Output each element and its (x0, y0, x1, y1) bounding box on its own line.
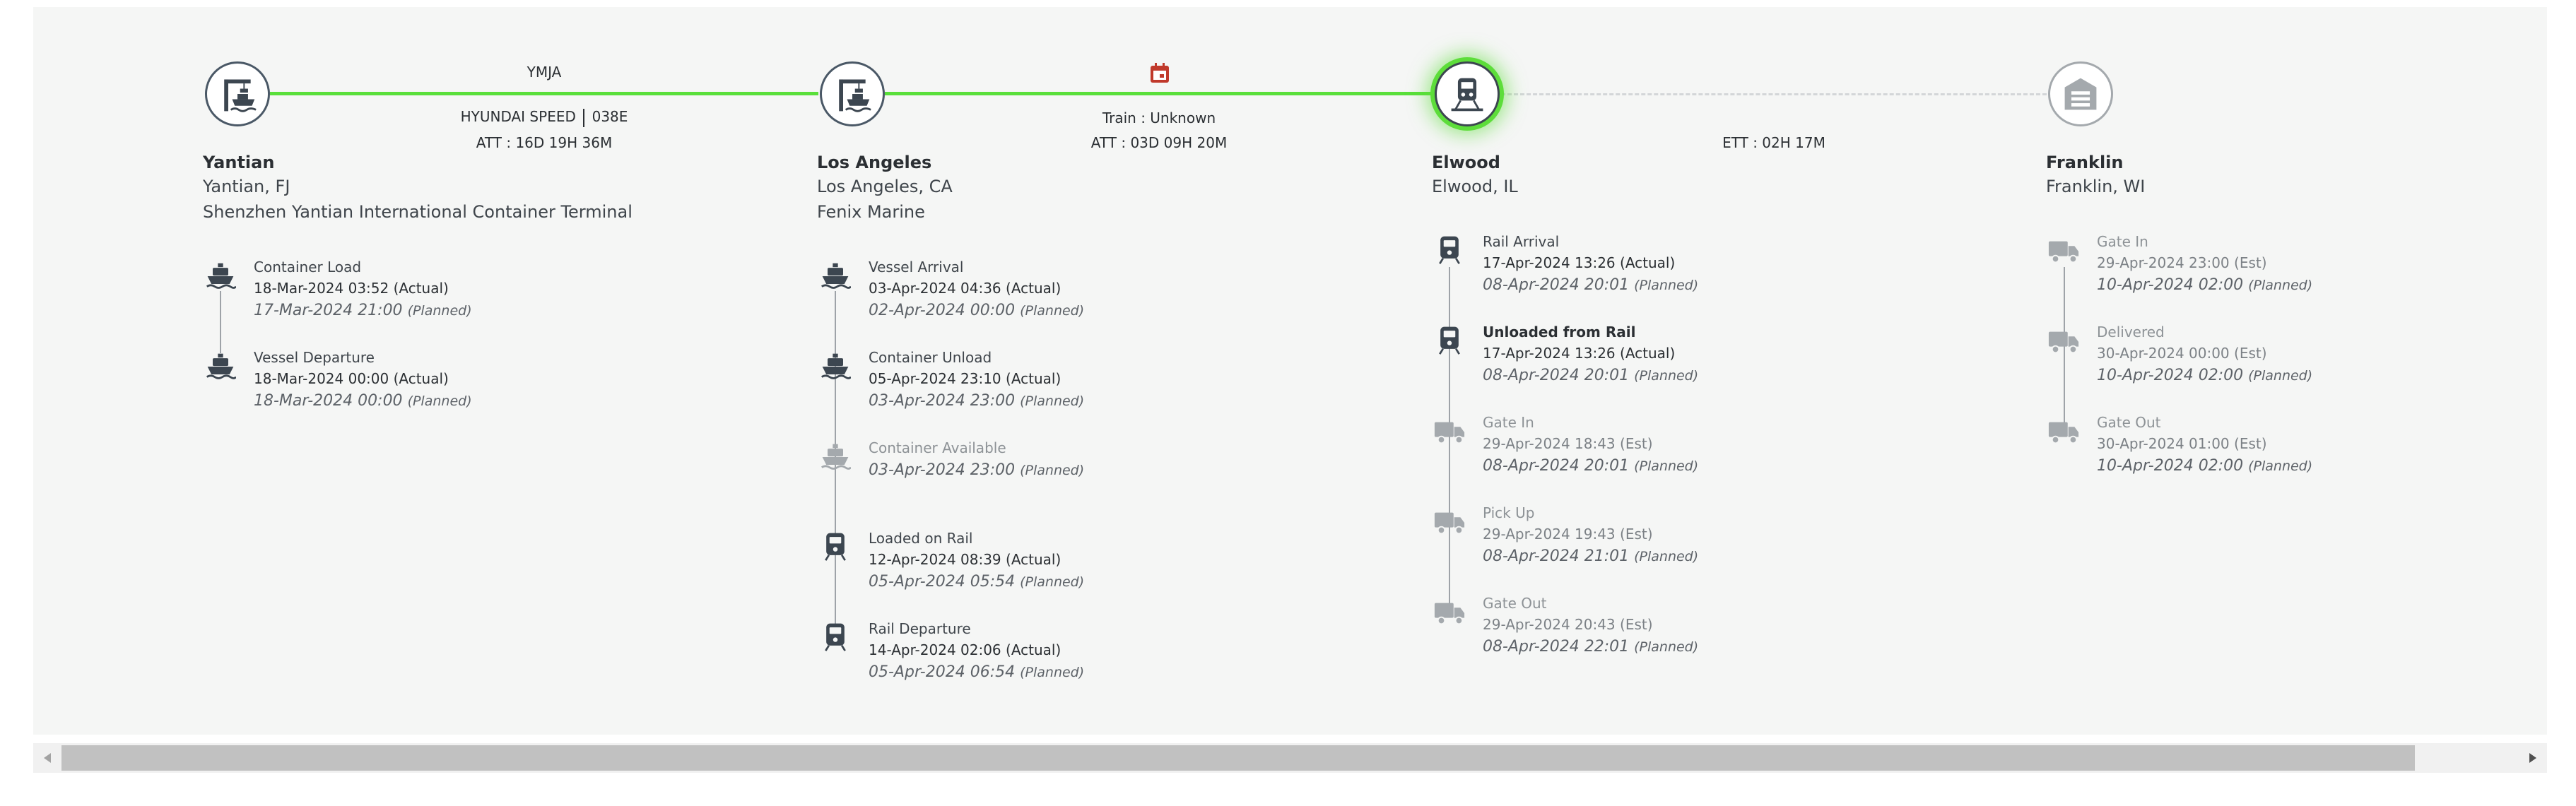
event-estimated-time: 29-Apr-2024 20:43 (Est) (1483, 616, 1653, 633)
location-name: Elwood (1432, 153, 1500, 172)
scroll-right-icon[interactable] (2519, 743, 2547, 773)
leg-3-transit-time: ETT : 02H 17M (1722, 134, 1825, 151)
event-planned-time: 05-Apr-2024 05:54 (Planned) (869, 573, 1085, 591)
event-planned-time: 08-Apr-2024 20:01 (Planned) (1483, 367, 1699, 384)
event-title: Loaded on Rail (869, 530, 973, 547)
location-facility: Shenzhen Yantian International Container… (203, 202, 633, 222)
event-planned-time: 08-Apr-2024 20:01 (Planned) (1483, 457, 1699, 475)
event-planned-time: 03-Apr-2024 23:00 (Planned) (869, 461, 1085, 479)
event-title: Pick Up (1483, 504, 1535, 521)
event-planned-time: 10-Apr-2024 02:00 (Planned) (2097, 276, 2313, 294)
location-elwood-node[interactable] (1435, 61, 1500, 126)
train-icon (819, 620, 852, 653)
event-planned-time: 10-Apr-2024 02:00 (Planned) (2097, 367, 2313, 384)
event-estimated-time: 30-Apr-2024 00:00 (Est) (2097, 345, 2267, 362)
event-estimated-time: 30-Apr-2024 01:00 (Est) (2097, 435, 2267, 452)
leg-1-carrier-code: YMJA (527, 64, 562, 81)
event-title: Gate Out (2097, 414, 2161, 431)
location-facility: Fenix Marine (817, 202, 925, 222)
event-planned-time: 03-Apr-2024 23:00 (Planned) (869, 392, 1085, 410)
event-connector (220, 291, 221, 353)
event-title: Gate In (2097, 233, 2148, 250)
location-name: Yantian (203, 153, 275, 172)
event-title: Delivered (2097, 324, 2165, 340)
leg-2-transit-time: ATT : 03D 09H 20M (1090, 134, 1228, 151)
warehouse-icon (2061, 74, 2100, 114)
event-actual-time: 05-Apr-2024 23:10 (Actual) (869, 370, 1061, 387)
event-title: Vessel Departure (254, 349, 375, 366)
event-actual-time: 12-Apr-2024 08:39 (Actual) (869, 551, 1061, 568)
port-crane-icon (218, 74, 257, 114)
separator (583, 108, 585, 127)
event-title: Container Available (869, 439, 1006, 456)
ship-icon (204, 350, 237, 383)
leg-1-transit-time: ATT : 16D 19H 36M (476, 134, 613, 151)
horizontal-scrollbar[interactable] (33, 743, 2547, 773)
scroll-left-icon[interactable] (33, 743, 61, 773)
event-title: Rail Departure (869, 620, 971, 637)
train-icon (819, 530, 852, 562)
event-planned-time: 08-Apr-2024 20:01 (Planned) (1483, 276, 1699, 294)
train-icon (1433, 233, 1466, 266)
truck-icon (1433, 596, 1466, 629)
truck-icon (1433, 415, 1466, 448)
calendar-icon[interactable] (1148, 61, 1172, 85)
port-crane-icon (833, 74, 872, 114)
ship-icon (204, 260, 237, 292)
ship-icon (819, 441, 852, 473)
location-city: Los Angeles, CA (817, 177, 953, 196)
location-name: Franklin (2046, 153, 2124, 172)
route-leg-2-line (885, 92, 1433, 95)
truck-icon (1433, 506, 1466, 538)
leg-2-mode: Train : Unknown (1102, 109, 1216, 126)
location-yantian-node[interactable] (205, 61, 270, 126)
event-title: Container Load (254, 259, 362, 275)
event-actual-time: 18-Mar-2024 00:00 (Actual) (254, 370, 449, 387)
event-estimated-time: 29-Apr-2024 23:00 (Est) (2097, 254, 2267, 271)
event-actual-time: 03-Apr-2024 04:36 (Actual) (869, 280, 1061, 297)
event-connector (1449, 267, 1450, 613)
location-los-angeles-node[interactable] (820, 61, 885, 126)
train-station-icon (1447, 74, 1487, 114)
event-planned-time: 08-Apr-2024 21:01 (Planned) (1483, 547, 1699, 565)
event-estimated-time: 29-Apr-2024 18:43 (Est) (1483, 435, 1653, 452)
train-icon (1433, 324, 1466, 356)
truck-icon (2047, 325, 2080, 357)
event-connector (2064, 267, 2065, 437)
event-actual-time: 17-Apr-2024 13:26 (Actual) (1483, 345, 1676, 362)
leg-1-voyage: 038E (592, 108, 628, 125)
ship-icon (819, 260, 852, 292)
event-title: Container Unload (869, 349, 992, 366)
location-city: Franklin, WI (2046, 177, 2146, 196)
route-leg-3-line (1501, 93, 2047, 95)
event-title: Unloaded from Rail (1483, 324, 1636, 340)
location-city: Yantian, FJ (203, 177, 290, 196)
location-city: Elwood, IL (1432, 177, 1518, 196)
event-actual-time: 18-Mar-2024 03:52 (Actual) (254, 280, 449, 297)
truck-icon (2047, 415, 2080, 448)
event-actual-time: 17-Apr-2024 13:26 (Actual) (1483, 254, 1676, 271)
truck-icon (2047, 235, 2080, 267)
event-planned-time: 18-Mar-2024 00:00 (Planned) (254, 392, 472, 410)
event-planned-time: 08-Apr-2024 22:01 (Planned) (1483, 638, 1699, 656)
leg-1-vessel-name: HYUNDAI SPEED (460, 108, 576, 125)
event-planned-time: 05-Apr-2024 06:54 (Planned) (869, 663, 1085, 681)
event-title: Vessel Arrival (869, 259, 964, 275)
route-leg-1-line (270, 92, 818, 95)
event-title: Rail Arrival (1483, 233, 1560, 250)
location-name: Los Angeles (817, 153, 932, 172)
leg-1-vessel: HYUNDAI SPEED 038E (438, 108, 650, 127)
scrollbar-thumb[interactable] (61, 745, 2415, 771)
event-title: Gate Out (1483, 595, 1547, 612)
event-actual-time: 14-Apr-2024 02:06 (Actual) (869, 641, 1061, 658)
event-title: Gate In (1483, 414, 1534, 431)
event-planned-time: 02-Apr-2024 00:00 (Planned) (869, 302, 1085, 319)
ship-icon (819, 350, 852, 383)
location-franklin-node[interactable] (2048, 61, 2113, 126)
event-planned-time: 17-Mar-2024 21:00 (Planned) (254, 302, 472, 319)
event-estimated-time: 29-Apr-2024 19:43 (Est) (1483, 526, 1653, 543)
event-planned-time: 10-Apr-2024 02:00 (Planned) (2097, 457, 2313, 475)
shipment-timeline-panel (33, 7, 2547, 735)
